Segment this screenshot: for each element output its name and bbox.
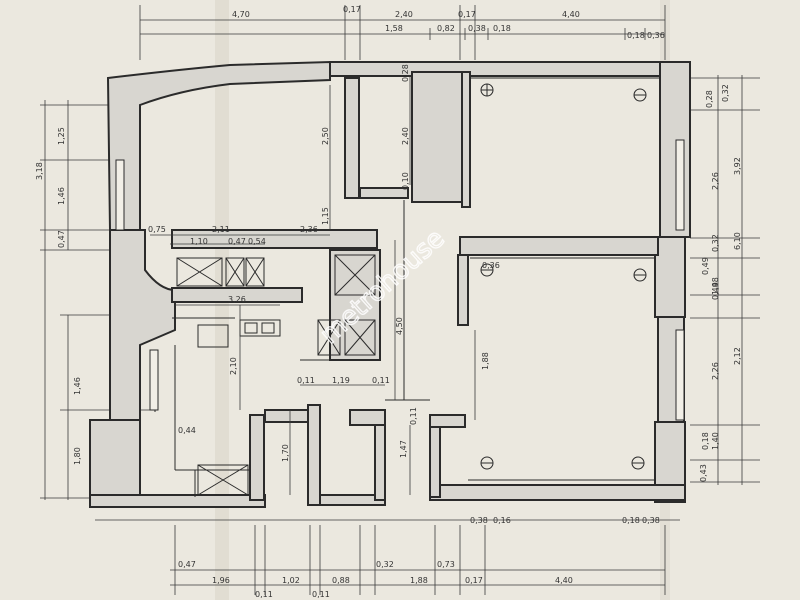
dim-left-5: 1,46 [73, 377, 82, 395]
dim-int-15: 0,11 [297, 376, 315, 385]
dim-top-1: 4,70 [232, 10, 250, 19]
dimension-lines-bottom [95, 519, 680, 595]
dim-bottom-7: 0,38 [642, 516, 660, 525]
dim-top-4: 0,17 [458, 10, 476, 19]
dim-int-11: 0,10 [401, 172, 410, 190]
dim-right-5: 0,32 [711, 234, 720, 252]
dim-int-18: 0,44 [178, 426, 196, 435]
dim-right-7: 0,49 [701, 257, 710, 275]
dim-int-19: 1,70 [281, 444, 290, 462]
dim-bottom-6: 0,18 [622, 516, 640, 525]
dim-right-10: 2,26 [711, 362, 720, 380]
dim-bottom-1: 0,47 [178, 560, 196, 569]
dim-bottom-12: 0,17 [465, 576, 483, 585]
dim-top-7: 0,82 [437, 24, 455, 33]
interior-dim-lines [150, 75, 476, 495]
dim-top-2: 0,17 [343, 5, 361, 14]
dim-top-9: 0,18 [493, 24, 511, 33]
dim-right-8: 0,49 [711, 282, 720, 300]
dim-int-8: 2,50 [321, 127, 330, 145]
dim-int-7: 1,15 [321, 207, 330, 225]
dim-right-4: 3,92 [733, 157, 742, 175]
dim-int-3: 1,10 [190, 237, 208, 246]
dim-int-23: 0,36 [482, 261, 500, 270]
dim-bottom-3: 0,73 [437, 560, 455, 569]
dim-int-12: 3,26 [228, 295, 246, 304]
dim-bottom-9: 1,02 [282, 576, 300, 585]
dim-bottom-11: 1,88 [410, 576, 428, 585]
dim-left-2: 3,18 [35, 162, 44, 180]
dim-int-13: 4,50 [395, 317, 404, 335]
duct-crosses [176, 254, 376, 496]
dim-right-1: 0,28 [705, 90, 714, 108]
dim-int-10: 2,40 [401, 127, 410, 145]
dim-left-3: 1,46 [57, 187, 66, 205]
dim-int-2: 2,11 [212, 225, 230, 234]
dim-int-4: 0,47 [228, 237, 246, 246]
dim-int-14: 2,10 [229, 357, 238, 375]
dim-top-11: 0,36 [647, 31, 665, 40]
dim-int-21: 0,11 [409, 407, 418, 425]
dim-right-13: 1,40 [711, 432, 720, 450]
dim-int-22: 1,88 [481, 352, 490, 370]
dim-int-9: 0,28 [401, 64, 410, 82]
dim-int-5: 0,54 [248, 237, 266, 246]
dim-top-5: 4,40 [562, 10, 580, 19]
dim-right-6: 6,10 [733, 232, 742, 250]
dim-int-6: 2,36 [300, 225, 318, 234]
dim-bottom-10: 0,88 [332, 576, 350, 585]
dim-top-10: 0,18 [627, 31, 645, 40]
dim-right-14: 0,43 [699, 464, 708, 482]
dimension-lines-right [690, 75, 760, 485]
dim-bottom-15: 0,11 [312, 590, 330, 599]
dim-int-1: 0,75 [148, 225, 166, 234]
dim-int-20: 1,47 [399, 440, 408, 458]
dim-bottom-2: 0,32 [376, 560, 394, 569]
dim-top-8: 0,38 [468, 24, 486, 33]
dim-right-12: 0,18 [701, 432, 710, 450]
dim-bottom-4: 0,38 [470, 516, 488, 525]
radiator-markers [480, 83, 647, 470]
dim-bottom-8: 1,96 [212, 576, 230, 585]
dim-bottom-14: 0,11 [255, 590, 273, 599]
dim-right-9: 1,48 [711, 277, 720, 295]
dimension-lines-top [139, 5, 666, 60]
dim-right-2: 0,32 [721, 84, 730, 102]
dim-int-17: 0,11 [372, 376, 390, 385]
windows [115, 139, 685, 421]
dim-int-16: 1,19 [332, 376, 350, 385]
dim-left-1: 1,25 [57, 127, 66, 145]
dim-bottom-5: 0,16 [493, 516, 511, 525]
dim-bottom-13: 4,40 [555, 576, 573, 585]
dim-right-11: 2,12 [733, 347, 742, 365]
dim-top-6: 1,58 [385, 24, 403, 33]
dim-left-6: 1,80 [73, 447, 82, 465]
dim-right-3: 2,26 [711, 172, 720, 190]
dim-left-4: 0,47 [57, 230, 66, 248]
dim-top-3: 2,40 [395, 10, 413, 19]
